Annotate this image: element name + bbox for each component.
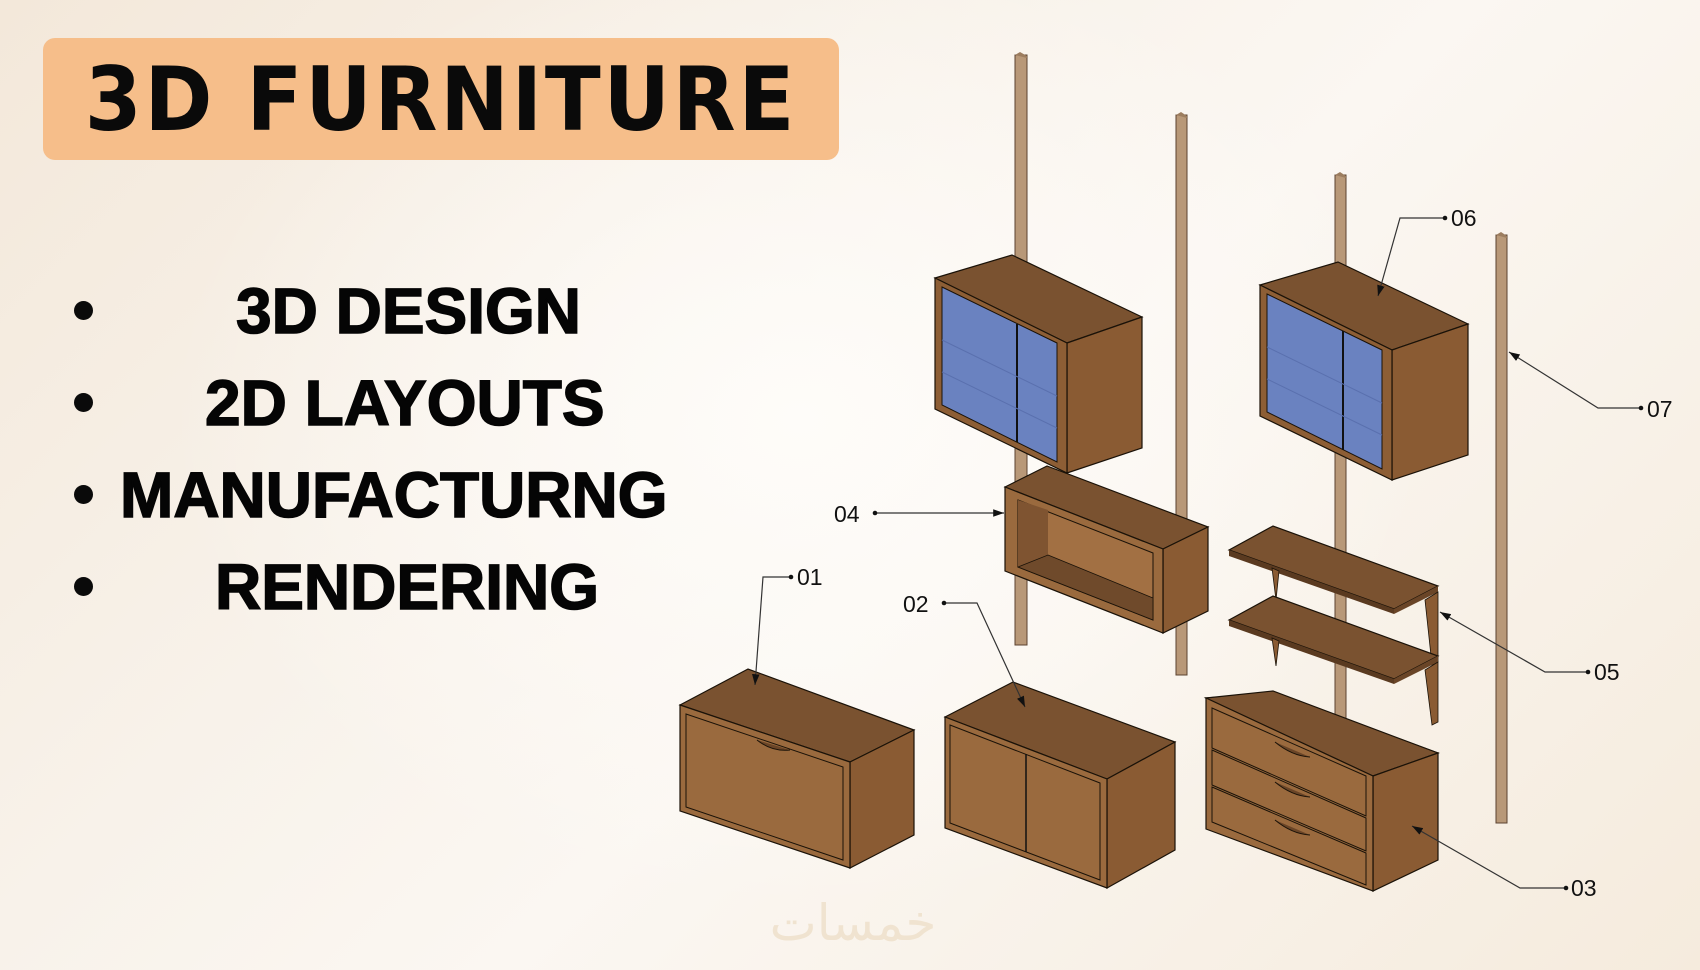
watermark-logo: خمسات [769,894,937,952]
list-item: 3D DESIGN [0,271,800,351]
cabinet-flap-door [678,668,916,869]
bullet-icon [74,301,93,320]
callout-label: 02 [903,591,929,617]
bullet-icon [74,393,93,412]
pole [1495,232,1508,824]
callout-01: 01 [752,564,823,686]
callout-label: 05 [1594,659,1620,685]
list-item: RENDERING [0,547,800,627]
service-label: 3D DESIGN [235,274,581,348]
wall-shelves [1227,525,1440,726]
callout-05: 05 [1439,611,1620,685]
title-banner: 3D FURNITURE [43,38,839,160]
shelf [1227,595,1440,726]
callout-06: 06 [1377,205,1477,297]
list-item: 2D LAYOUTS [0,363,800,443]
service-label: MANUFACTURNG [119,458,668,532]
open-wall-box [1003,465,1210,634]
callout-04: 04 [834,501,1004,527]
callout-label: 03 [1571,875,1597,901]
callout-07: 07 [1508,351,1673,422]
page-title: 3D FURNITURE [84,47,798,151]
callout-label: 07 [1647,396,1673,422]
shelf [1227,525,1440,666]
bullet-icon [74,577,93,596]
pole [1175,112,1188,676]
bullet-icon [74,485,93,504]
callout-03: 03 [1411,825,1597,901]
glass-wall-cabinet-left [933,254,1144,474]
chest-of-drawers [1203,690,1440,892]
callout-label: 04 [834,501,860,527]
list-item: MANUFACTURNG [0,455,800,535]
callout-label: 06 [1451,205,1477,231]
service-label: RENDERING [214,550,600,624]
cabinet-two-doors [943,681,1177,890]
glass-wall-cabinet-right [1258,261,1470,481]
callout-02: 02 [903,591,1026,708]
callout-label: 01 [797,564,823,590]
service-label: 2D LAYOUTS [204,366,605,440]
